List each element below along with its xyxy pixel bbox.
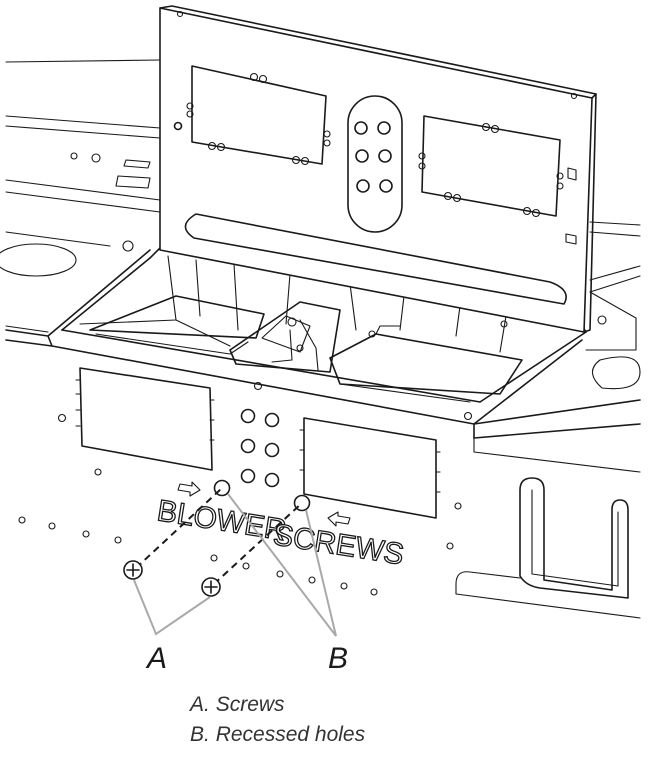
callout-label-a: A xyxy=(145,642,167,675)
callout-leaders xyxy=(133,493,337,637)
legend-key: B. xyxy=(190,723,210,746)
stamp-text-screws: SCREWS xyxy=(271,518,406,571)
legend-text: Screws xyxy=(215,693,285,716)
legend-item-recessed-holes: B. Recessed holes xyxy=(190,720,365,750)
stamp-text-blower: BLOWER xyxy=(155,494,289,547)
raised-cover-plate xyxy=(159,5,597,333)
legend-item-screws: A. Screws xyxy=(190,690,365,720)
screw-icon xyxy=(201,577,221,597)
screws xyxy=(123,487,303,597)
cabinet-front-face xyxy=(5,249,641,439)
screw-icon xyxy=(123,560,143,580)
legend-key: A. xyxy=(190,693,210,716)
cabinet-top-panel xyxy=(0,59,641,390)
front-panel-features xyxy=(18,367,473,596)
callout-label-b: B xyxy=(328,642,348,675)
figure-legend: A. Screws B. Recessed holes xyxy=(190,690,365,750)
legend-text: Recessed holes xyxy=(215,723,366,746)
heat-exchanger-tubes xyxy=(455,437,641,619)
